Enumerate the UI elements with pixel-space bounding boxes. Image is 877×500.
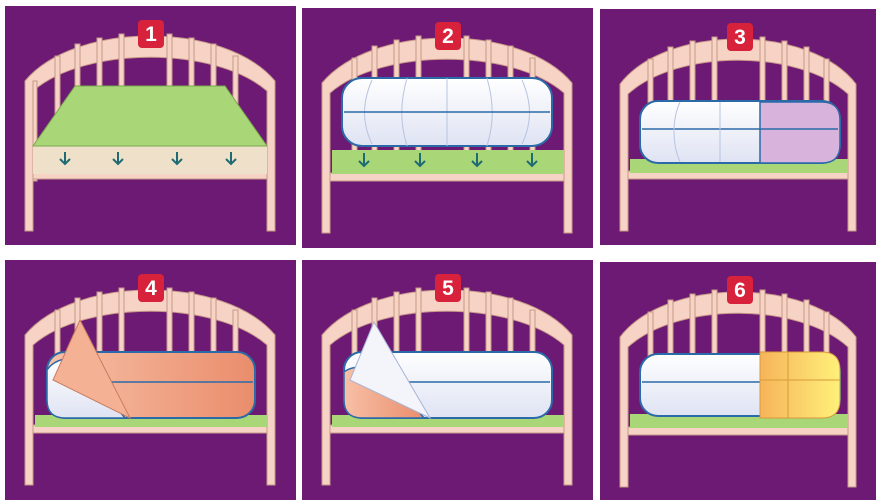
- svg-text:1: 1: [145, 23, 157, 46]
- mattress: [342, 78, 552, 146]
- step-badge: 5: [435, 274, 461, 302]
- mattress-with-blanket: [640, 352, 840, 418]
- crib-illustration: 4: [5, 260, 296, 500]
- step-badge: 3: [727, 23, 753, 51]
- svg-text:2: 2: [442, 25, 454, 48]
- step-3-panel: 3: [600, 9, 876, 245]
- crib-illustration: 6: [600, 262, 876, 500]
- mattress-with-top-sheet: [344, 322, 552, 418]
- svg-text:5: 5: [442, 277, 454, 300]
- waterproof-cover: [33, 86, 267, 146]
- step-badge: 6: [727, 276, 753, 304]
- step-2-panel: 2: [302, 8, 593, 248]
- crib-illustration: 5: [302, 260, 593, 500]
- mattress-with-fitted-sheet: [640, 101, 840, 163]
- svg-text:3: 3: [734, 26, 746, 49]
- svg-text:4: 4: [145, 277, 157, 300]
- step-badge: 4: [138, 274, 164, 302]
- crib-illustration: 2: [302, 8, 593, 248]
- step-badge: 2: [435, 22, 461, 50]
- mattress-with-sheet: [47, 320, 255, 418]
- step-6-panel: 6: [600, 262, 876, 500]
- svg-text:6: 6: [734, 279, 746, 302]
- step-badge: 1: [138, 20, 164, 48]
- step-4-panel: 4: [5, 260, 296, 500]
- crib-illustration: 1: [5, 6, 296, 245]
- step-1-panel: 1: [5, 6, 296, 245]
- crib-illustration: 3: [600, 9, 876, 245]
- step-5-panel: 5: [302, 260, 593, 500]
